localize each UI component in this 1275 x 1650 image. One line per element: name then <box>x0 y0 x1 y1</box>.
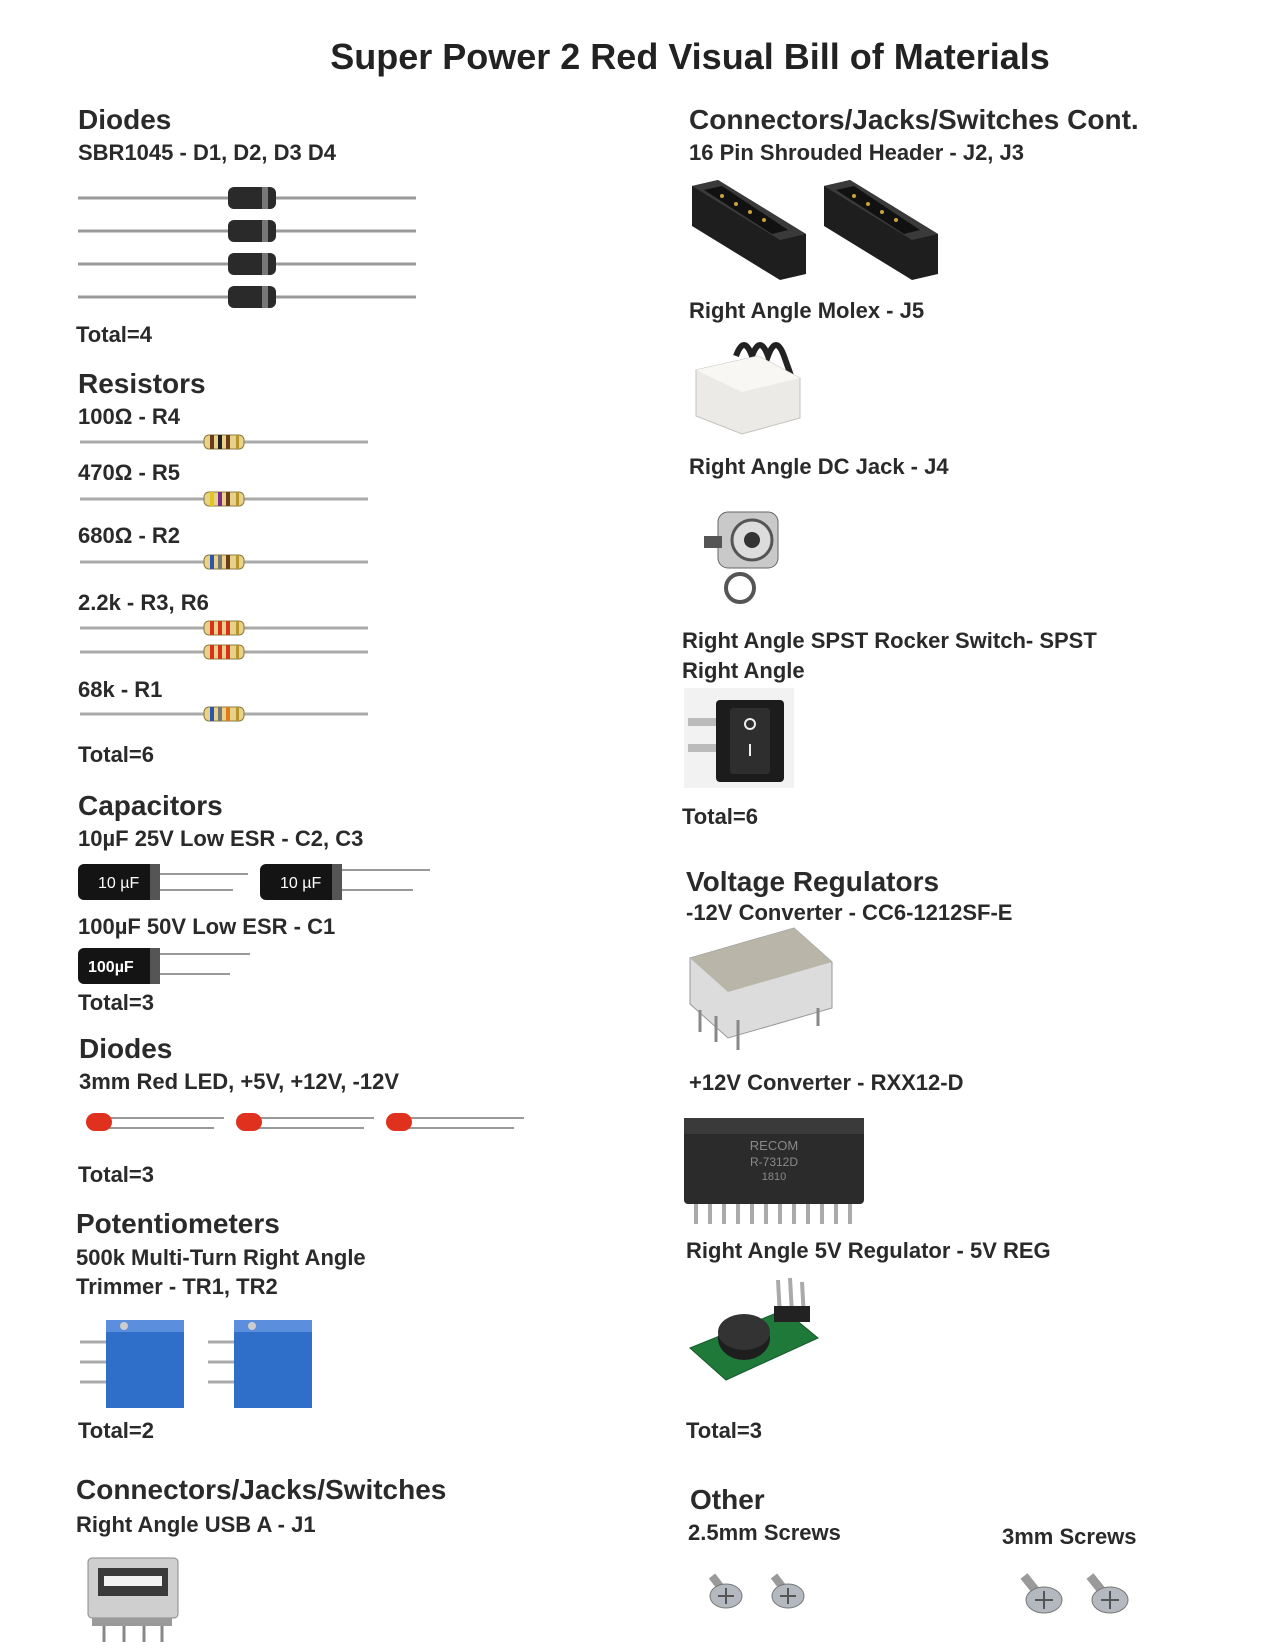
regulators-total: Total=3 <box>686 1418 763 1443</box>
leds-part: 3mm Red LED, +5V, +12V, -12V <box>79 1069 399 1094</box>
diodes-total: Total=4 <box>76 322 153 347</box>
cap-label-c1: 100µF <box>88 959 134 976</box>
led-2 <box>236 1113 374 1131</box>
screw-3mm-2 <box>1086 1573 1129 1614</box>
screws-25mm-image <box>708 1573 805 1609</box>
recom-date-text: 1810 <box>762 1171 786 1183</box>
pots-image <box>80 1320 312 1408</box>
screw-3mm-1 <box>1020 1573 1063 1614</box>
led-3 <box>386 1113 524 1131</box>
usb-a-image <box>87 1557 179 1642</box>
diodes-image <box>78 187 416 308</box>
resistor-r4-label: 100Ω - R4 <box>78 404 181 429</box>
led-1 <box>86 1113 224 1131</box>
resistor-r1-label: 68k - R1 <box>78 677 163 702</box>
minus12v-converter-image <box>689 927 833 1050</box>
header-part: 16 Pin Shrouded Header - J2, J3 <box>689 140 1025 165</box>
resistor-r4-image <box>80 434 368 450</box>
cap-label-c2: 10 µF <box>98 875 139 892</box>
capacitors-heading: Capacitors <box>78 790 223 821</box>
capacitors-part-2: 100µF 50V Low ESR - C1 <box>78 914 336 939</box>
cap-label-c3: 10 µF <box>280 875 321 892</box>
resistor-r2-label: 680Ω - R2 <box>78 523 181 548</box>
dc-jack-image <box>704 511 779 604</box>
recom-brand-text: RECOM <box>750 1138 798 1153</box>
pots-total: Total=2 <box>78 1418 155 1443</box>
diodes-part: SBR1045 - D1, D2, D3 D4 <box>78 140 336 165</box>
resistor-r3-r6-image <box>80 620 368 660</box>
connectors-heading: Connectors/Jacks/Switches <box>76 1474 447 1505</box>
rocker-switch-image <box>684 688 794 788</box>
resistor-r3-r6-label: 2.2k - R3, R6 <box>78 590 209 615</box>
capacitors-c2-c3-image: 10 µF 10 µF <box>78 864 430 900</box>
resistor-r5-label: 470Ω - R5 <box>78 460 181 485</box>
resistors-heading: Resistors <box>78 368 206 399</box>
leds-heading: Diodes <box>79 1033 173 1064</box>
capacitor-c1-image: 100µF <box>78 948 250 984</box>
regulator-part-3: Right Angle 5V Regulator - 5V REG <box>686 1238 1051 1263</box>
diode-1 <box>78 187 416 209</box>
connectors-cont-heading: Connectors/Jacks/Switches Cont. <box>689 104 1139 135</box>
pots-part-line-2: Trimmer - TR1, TR2 <box>76 1274 278 1299</box>
page-title: Super Power 2 Red Visual Bill of Materia… <box>330 36 1050 77</box>
regulators-heading: Voltage Regulators <box>686 866 940 897</box>
header-j2 <box>692 180 806 280</box>
screw-25mm-1 <box>708 1573 743 1609</box>
diode-3 <box>78 253 416 275</box>
screws-3mm-label: 3mm Screws <box>1002 1524 1137 1549</box>
molex-part: Right Angle Molex - J5 <box>689 298 925 323</box>
recom-model-text: R-7312D <box>750 1155 798 1169</box>
pots-part-line-1: 500k Multi-Turn Right Angle <box>76 1245 366 1270</box>
leds-image <box>86 1113 524 1131</box>
diode-2 <box>78 220 416 242</box>
screws-3mm-image <box>1020 1573 1129 1614</box>
screws-25mm-label: 2.5mm Screws <box>688 1520 841 1545</box>
pot-tr2 <box>208 1320 312 1408</box>
switch-part-line-2: Right Angle <box>682 658 805 683</box>
plus12v-converter-image: RECOM R-7312D 1810 <box>684 1118 864 1224</box>
resistor-r2-image <box>80 554 368 570</box>
resistors-total: Total=6 <box>78 742 155 767</box>
leds-total: Total=3 <box>78 1162 155 1187</box>
diodes-heading: Diodes <box>78 104 172 135</box>
5v-regulator-image <box>689 1277 819 1381</box>
switch-part-line-1: Right Angle SPST Rocker Switch- SPST <box>682 628 1097 653</box>
capacitors-part-1: 10µF 25V Low ESR - C2, C3 <box>78 826 364 851</box>
header-j3 <box>824 180 938 280</box>
regulator-part-2: +12V Converter - RXX12-D <box>689 1070 964 1095</box>
connectors-cont-total: Total=6 <box>682 804 759 829</box>
pot-tr1 <box>80 1320 184 1408</box>
pots-heading: Potentiometers <box>76 1208 280 1239</box>
headers-image <box>692 180 938 280</box>
other-heading: Other <box>690 1484 765 1515</box>
usb-part: Right Angle USB A - J1 <box>76 1512 316 1537</box>
regulator-part-1: -12V Converter - CC6-1212SF-E <box>686 900 1013 925</box>
resistor-r1-image <box>80 706 368 722</box>
dc-jack-part: Right Angle DC Jack - J4 <box>689 454 949 479</box>
capacitors-total: Total=3 <box>78 990 155 1015</box>
molex-image <box>695 342 801 435</box>
diode-4 <box>78 286 416 308</box>
screw-25mm-2 <box>770 1573 805 1609</box>
resistor-r5-image <box>80 491 368 507</box>
